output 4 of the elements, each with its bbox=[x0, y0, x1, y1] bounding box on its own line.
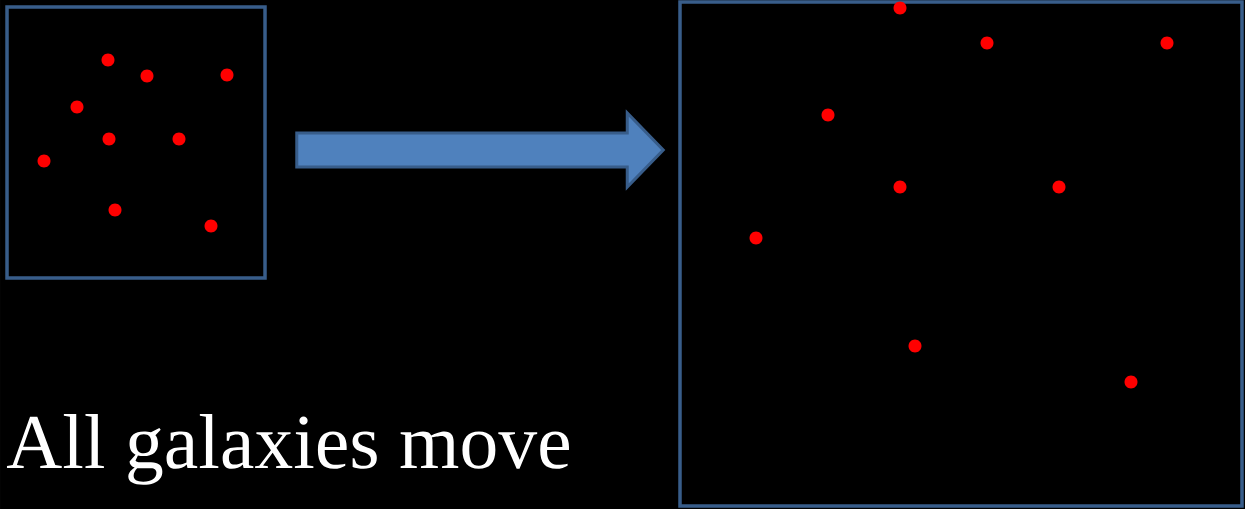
caption-text: All galaxies move bbox=[7, 414, 569, 485]
block-arrow bbox=[295, 109, 666, 191]
frame-box bbox=[5, 5, 267, 280]
frame-box bbox=[678, 0, 1244, 508]
